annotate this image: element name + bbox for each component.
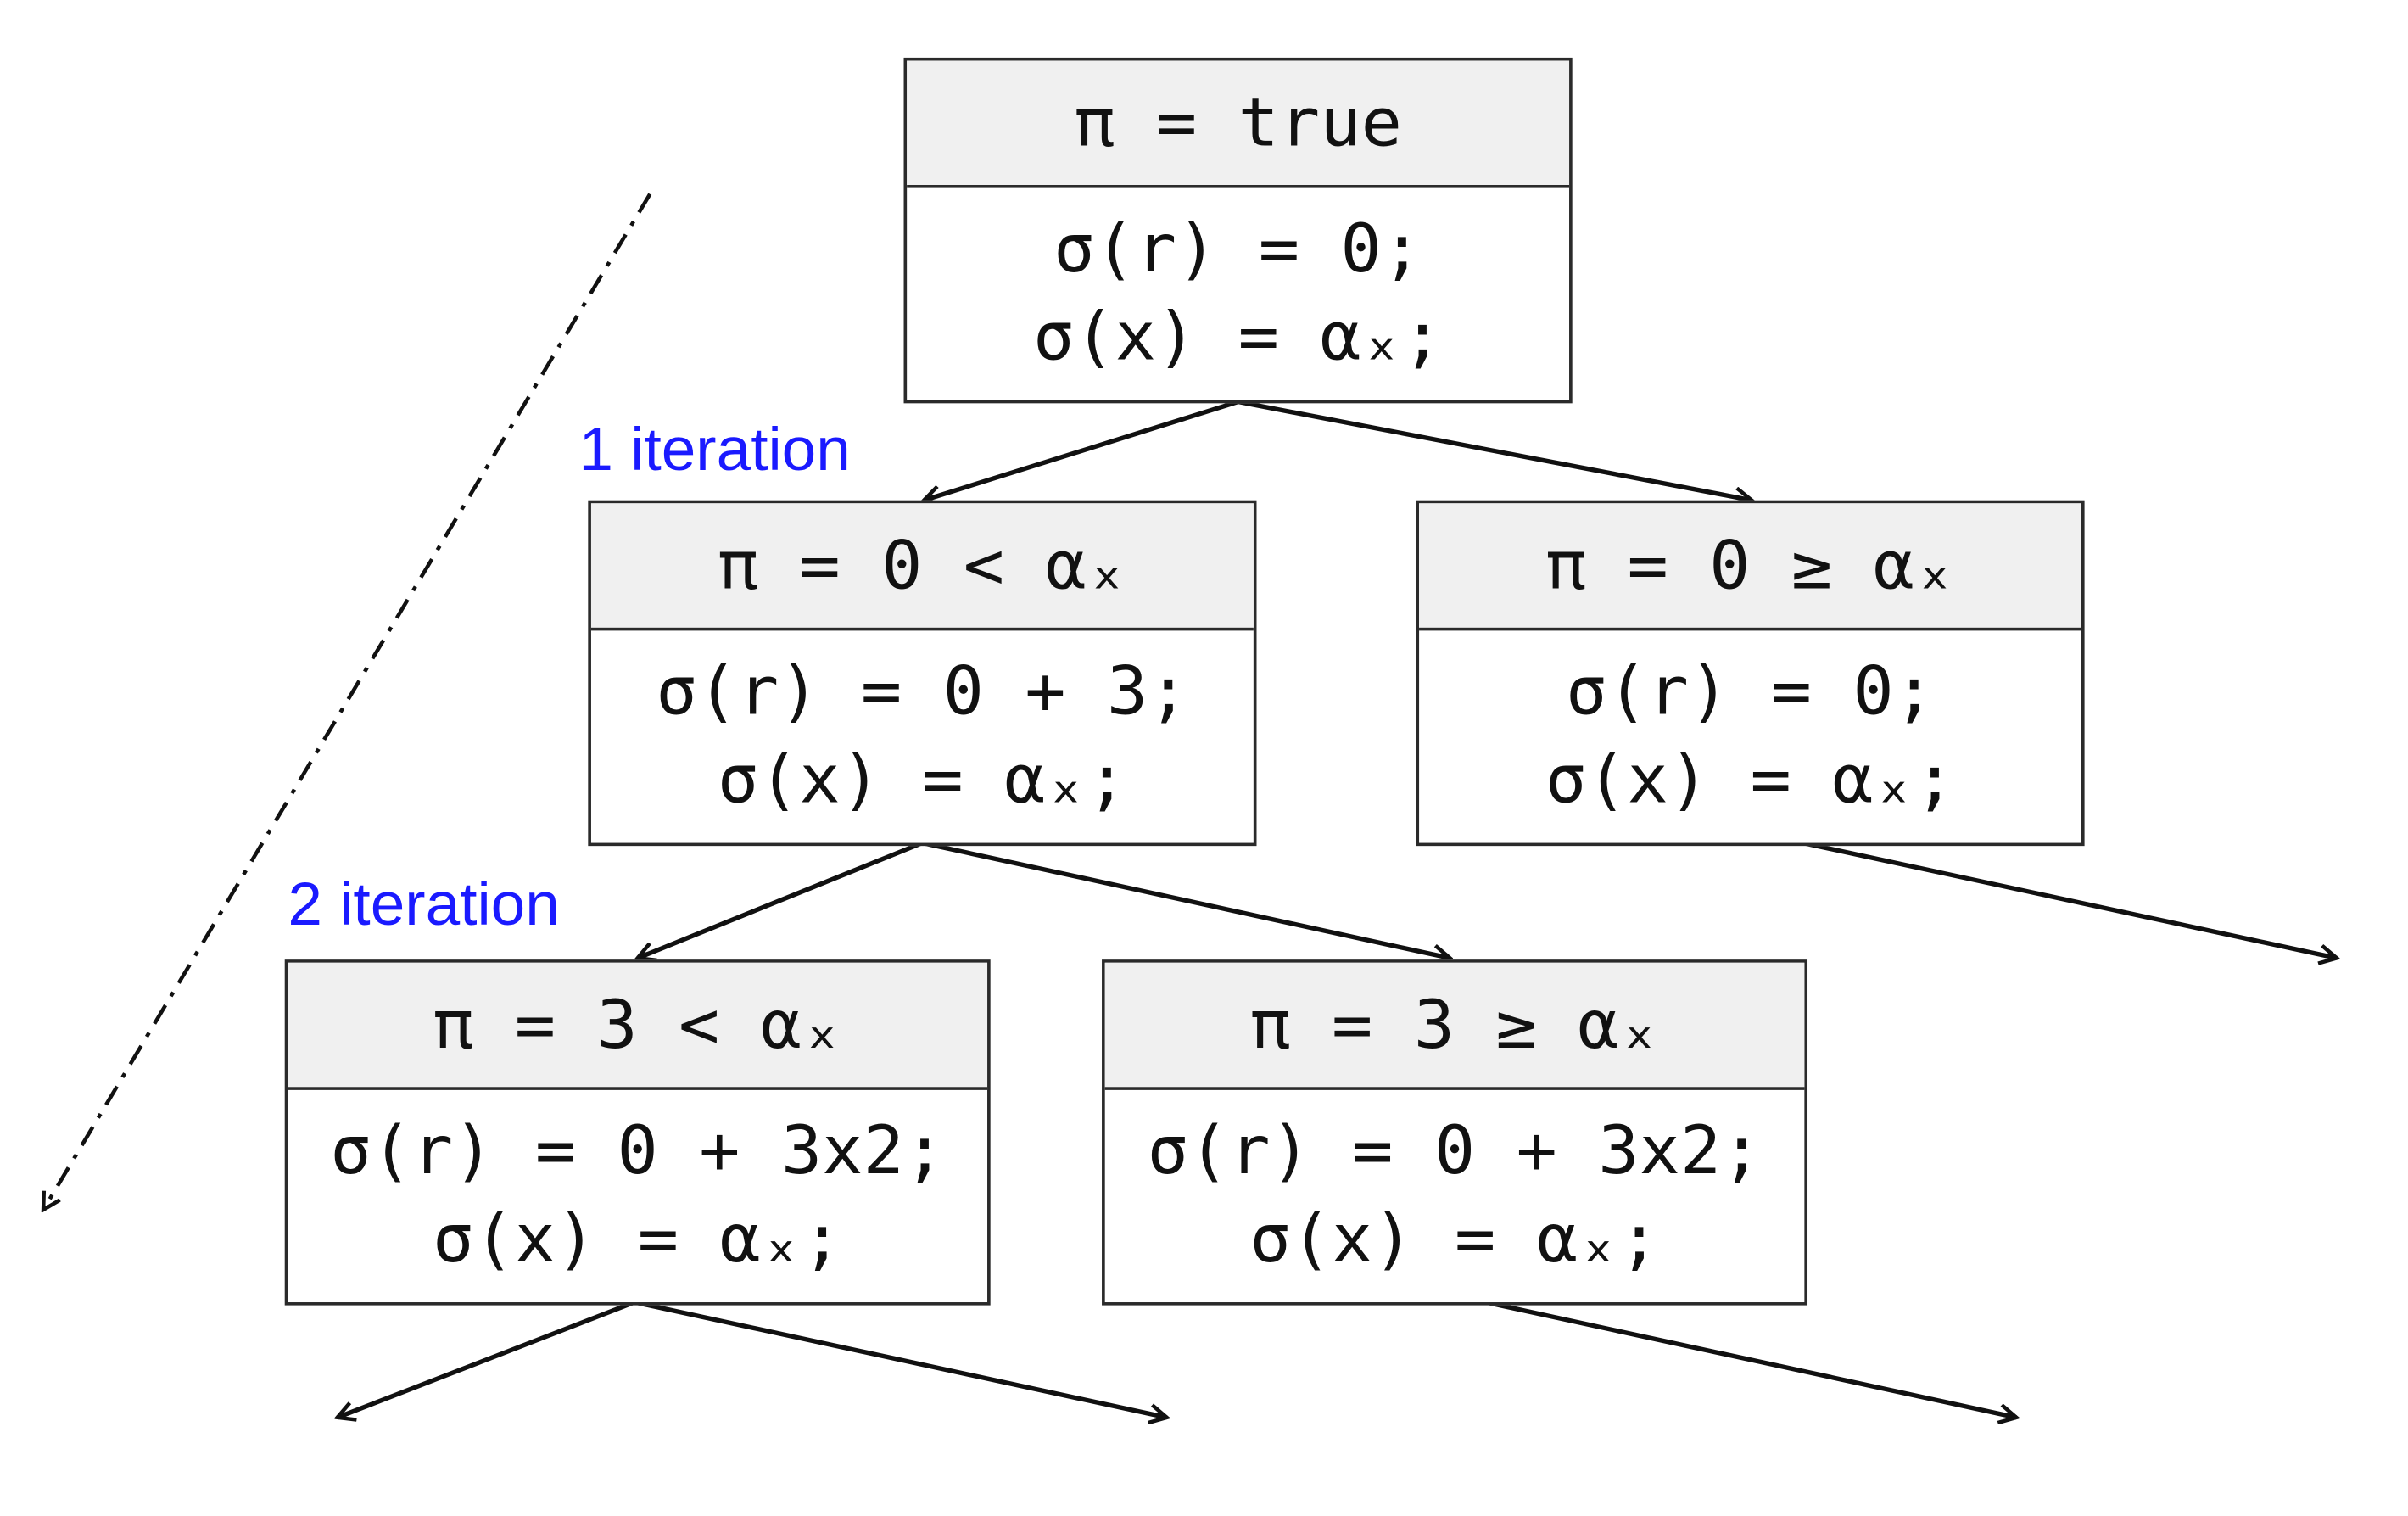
- edge-root-right: [1238, 399, 1752, 501]
- state-r: σ(r) = 0;: [1053, 210, 1423, 288]
- edge-l1-right: [921, 840, 1450, 959]
- state-r: σ(r) = 0 + 3;: [656, 653, 1189, 731]
- edge-root-left: [924, 400, 1239, 501]
- iteration-1-label: 1 iteration: [578, 417, 851, 484]
- iteration-direction-arrow: [43, 193, 652, 1210]
- path-condition: π = 0 ≥ αₓ: [1419, 503, 2081, 631]
- path-condition: π = true: [907, 60, 1570, 188]
- state-x: σ(x) = αₓ;: [1545, 741, 1956, 819]
- node-root: π = true σ(r) = 0; σ(x) = αₓ;: [903, 57, 1573, 404]
- state-x: σ(x) = αₓ;: [433, 1200, 843, 1278]
- path-condition: π = 3 < αₓ: [288, 962, 988, 1090]
- node-iter2-false: π = 3 ≥ αₓ σ(r) = 0 + 3x2; σ(x) = αₓ;: [1102, 959, 1808, 1306]
- symbolic-state: σ(r) = 0 + 3x2; σ(x) = αₓ;: [1105, 1090, 1805, 1302]
- state-r: σ(r) = 0 + 3x2;: [330, 1112, 946, 1190]
- node-iter2-true: π = 3 < αₓ σ(r) = 0 + 3x2; σ(x) = αₓ;: [284, 959, 991, 1306]
- path-condition: π = 0 < αₓ: [590, 503, 1254, 631]
- edge-r1-continue: [1802, 840, 2337, 959]
- symbolic-state: σ(r) = 0 + 3; σ(x) = αₓ;: [591, 630, 1254, 842]
- state-r: σ(r) = 0;: [1565, 653, 1935, 731]
- node-iter1-false: π = 0 ≥ αₓ σ(r) = 0; σ(x) = αₓ;: [1416, 500, 2085, 847]
- state-x: σ(x) = αₓ;: [717, 741, 1128, 819]
- edge-l2-left: [338, 1300, 636, 1418]
- symbolic-state: σ(r) = 0; σ(x) = αₓ;: [1419, 630, 2081, 842]
- state-r: σ(r) = 0 + 3x2;: [1147, 1112, 1763, 1190]
- edge-r2-continue: [1484, 1300, 2017, 1418]
- symbolic-state: σ(r) = 0; σ(x) = αₓ;: [907, 188, 1569, 400]
- node-iter1-true: π = 0 < αₓ σ(r) = 0 + 3; σ(x) = αₓ;: [588, 500, 1257, 847]
- symbolic-state: σ(r) = 0 + 3x2; σ(x) = αₓ;: [288, 1090, 987, 1302]
- state-x: σ(x) = αₓ;: [1249, 1200, 1660, 1278]
- path-condition: π = 3 ≥ αₓ: [1104, 962, 1805, 1090]
- edge-l1-left: [638, 841, 924, 959]
- state-x: σ(x) = αₓ;: [1032, 299, 1444, 377]
- edge-l2-right: [634, 1300, 1167, 1418]
- iteration-2-label: 2 iteration: [288, 871, 560, 939]
